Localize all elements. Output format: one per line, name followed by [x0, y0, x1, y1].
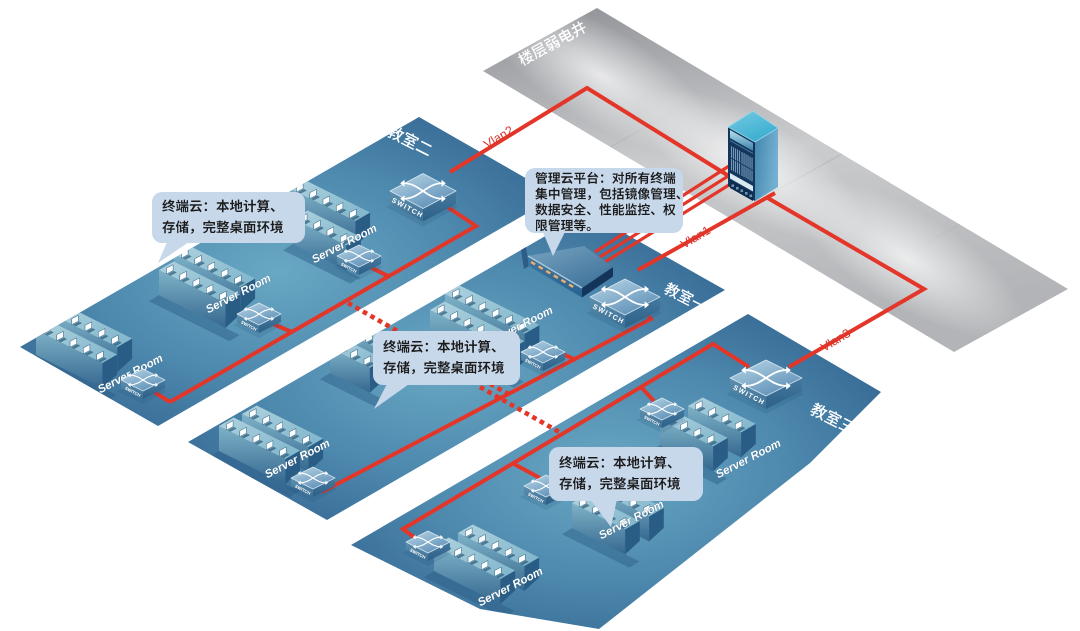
svg-text:Vlan3: Vlan3: [818, 326, 853, 354]
svg-text:Vlan2: Vlan2: [481, 123, 516, 151]
svg-text:Vlan1: Vlan1: [678, 223, 713, 251]
